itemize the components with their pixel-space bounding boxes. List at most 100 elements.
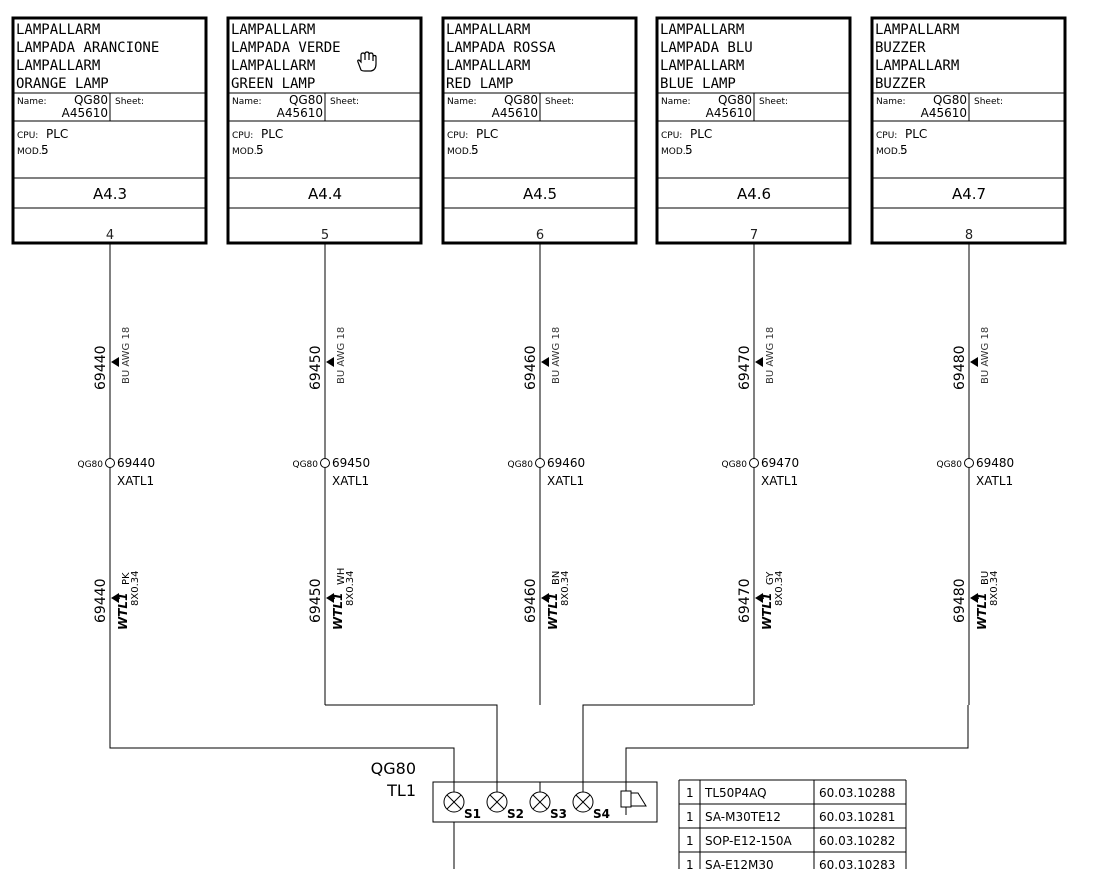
cpu-label: CPU: — [447, 131, 468, 141]
sheet-label: Sheet: — [330, 97, 359, 107]
cable-wire-number: 69450 — [308, 578, 324, 623]
device-tag-2: TL1 — [386, 781, 416, 800]
slot-label: S4 — [593, 807, 610, 821]
terminal-circle-icon[interactable] — [106, 459, 115, 468]
terminal-label: QG80 — [721, 460, 747, 470]
name-value-2: A45610 — [706, 106, 752, 120]
pin-number: 5 — [321, 228, 329, 243]
module-desc-line: GREEN LAMP — [231, 76, 315, 92]
name-value-1: QG80 — [933, 93, 967, 107]
cable-name: WTL1 — [975, 593, 989, 630]
terminal-circle-icon[interactable] — [536, 459, 545, 468]
terminal-strip: XATL1 — [547, 474, 584, 488]
name-label: Name: — [661, 97, 691, 107]
device-tag-1: QG80 — [371, 759, 416, 778]
terminal-number: 69460 — [547, 456, 585, 470]
lamp-symbol-icon — [487, 792, 507, 812]
wire-number: 69450 — [308, 345, 324, 390]
pin-number: 6 — [536, 228, 544, 243]
lamp-slot-3[interactable]: S3 — [530, 782, 567, 821]
sheet-label: Sheet: — [115, 97, 144, 107]
name-label: Name: — [17, 97, 47, 107]
parts-code: SA-M30TE12 — [705, 810, 781, 824]
lamp-symbol-icon — [573, 792, 593, 812]
cable-color: WH — [336, 568, 347, 585]
sheet-label: Sheet: — [974, 97, 1003, 107]
module-desc-line: LAMPADA VERDE — [231, 40, 341, 56]
mod-label: MOD.: — [876, 147, 904, 157]
parts-qty: 1 — [686, 810, 694, 824]
terminal-label: QG80 — [936, 460, 962, 470]
sheet-label: Sheet: — [759, 97, 788, 107]
mod-value: 5 — [685, 143, 693, 157]
wire-spec: BU AWG 18 — [980, 327, 991, 384]
cable-arrow-icon — [111, 593, 119, 603]
lamp-symbol-icon — [444, 792, 464, 812]
mod-label: MOD.: — [661, 147, 689, 157]
io-address: A4.6 — [737, 185, 771, 203]
cable-arrow-icon — [326, 593, 334, 603]
cpu-label: CPU: — [661, 131, 682, 141]
mod-value: 5 — [900, 143, 908, 157]
name-value-1: QG80 — [718, 93, 752, 107]
terminal-number: 69470 — [761, 456, 799, 470]
terminal-circle-icon[interactable] — [750, 459, 759, 468]
module-desc-line: RED LAMP — [446, 76, 513, 92]
io-address: A4.5 — [523, 185, 557, 203]
wire-number: 69480 — [952, 345, 968, 390]
parts-number: 60.03.10281 — [819, 810, 895, 824]
cable-arrow-icon — [970, 593, 978, 603]
lamp-slot-2[interactable]: S2 — [487, 782, 524, 821]
cpu-value: PLC — [46, 127, 68, 141]
lamp-slot-1[interactable]: S1 — [444, 782, 481, 821]
bus-wiring — [110, 705, 968, 869]
terminal-number: 69450 — [332, 456, 370, 470]
lamp-slot-4[interactable]: S4 — [573, 782, 610, 821]
mod-label: MOD.: — [232, 147, 260, 157]
wire-arrow-icon — [541, 357, 549, 367]
wire-spec: BU AWG 18 — [336, 327, 347, 384]
parts-qty: 1 — [686, 786, 694, 800]
cpu-label: CPU: — [17, 131, 38, 141]
cable-color: BN — [551, 571, 562, 585]
module-desc-line: LAMPALLARM — [446, 22, 530, 38]
plc-module-5[interactable]: LAMPALLARMBUZZERLAMPALLARMBUZZERName:QG8… — [872, 18, 1065, 243]
name-label: Name: — [232, 97, 262, 107]
cpu-value: PLC — [476, 127, 498, 141]
name-value-1: QG80 — [74, 93, 108, 107]
name-label: Name: — [876, 97, 906, 107]
terminal-circle-icon[interactable] — [321, 459, 330, 468]
parts-number: 60.03.10283 — [819, 858, 895, 869]
cpu-value: PLC — [690, 127, 712, 141]
wire-arrow-icon — [111, 357, 119, 367]
terminal-circle-icon[interactable] — [965, 459, 974, 468]
cable-arrow-icon — [755, 593, 763, 603]
parts-code: TL50P4AQ — [704, 786, 767, 800]
parts-qty: 1 — [686, 834, 694, 848]
wire-number: 69460 — [523, 345, 539, 390]
cable-color: PK — [121, 572, 132, 585]
mod-label: MOD.: — [17, 147, 45, 157]
io-address: A4.4 — [308, 185, 342, 203]
slot-label: S2 — [507, 807, 524, 821]
mod-label: MOD.: — [447, 147, 475, 157]
cable-color: BU — [980, 571, 991, 585]
slot-label: S1 — [464, 807, 481, 821]
module-desc-line: LAMPALLARM — [446, 58, 530, 74]
terminal-strip: XATL1 — [976, 474, 1013, 488]
parts-code: SA-E12M30 — [705, 858, 774, 869]
cable-size: 8X0.34 — [560, 571, 571, 606]
cable-size: 8X0.34 — [989, 571, 1000, 606]
